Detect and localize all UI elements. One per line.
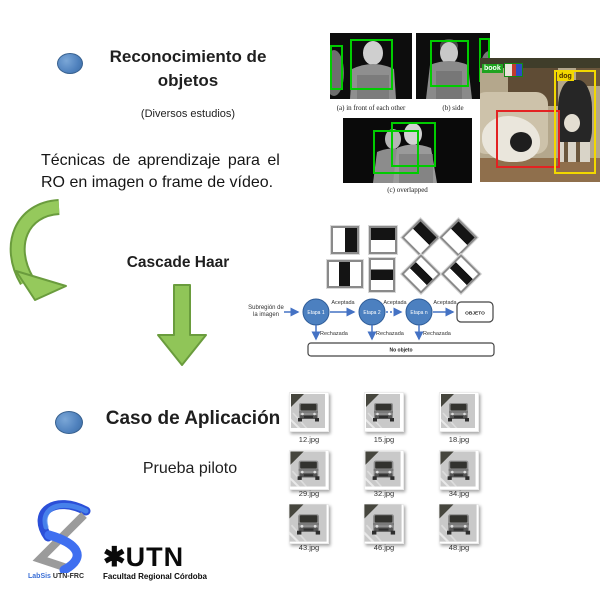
photo-floor	[480, 158, 600, 182]
stage2-label: Etapa 2	[363, 310, 380, 316]
intro-line1: Técnicas de aprendizaje para el	[41, 152, 280, 169]
car-thumb-caption: 15.jpg	[373, 435, 395, 444]
bullet-ellipse-icon	[57, 53, 83, 74]
haar-edge-diagonal-icon	[401, 218, 440, 257]
section1-subtitle: (Diversos estudios)	[140, 108, 236, 120]
utn-subtitle: Facultad Regional Córdoba	[103, 572, 208, 581]
car-thumb-caption: 46.jpg	[373, 543, 395, 552]
rejected-label-3: Rechazada	[423, 331, 452, 337]
book-bbox-label: book	[482, 64, 503, 73]
car-thumb-29	[289, 450, 329, 490]
car-thumb-18	[439, 392, 479, 432]
car-thumb-caption: 12.jpg	[298, 435, 320, 444]
labsis-logo-text: LabSis UTN-FRC	[28, 573, 84, 580]
car-thumb-43	[289, 504, 329, 544]
stage3-label: Etapa n	[410, 310, 427, 316]
utn-gear-icon: ✱	[103, 542, 126, 572]
haar-edge-diagonal-icon	[439, 218, 478, 257]
section1-title: Reconocimiento de objetos	[109, 47, 267, 90]
diagram-input-line1: Subregión de	[248, 305, 284, 311]
white-dog-patch	[510, 132, 532, 152]
labsis-org: UTN-FRC	[52, 573, 85, 580]
object-box-label: OBJETO	[465, 311, 485, 317]
no-object-box-label: No objeto	[389, 348, 412, 354]
thermal-image-b	[416, 33, 490, 99]
thermal-figure: (a) in front of each other (b) side (c) …	[328, 30, 494, 206]
accepted-label-2: Aceptada	[383, 300, 407, 306]
haar-line-diagonal-icon	[401, 254, 441, 294]
labsis-name: LabSis	[28, 573, 51, 580]
labsis-logo-icon	[32, 500, 91, 573]
haar-edge-horizontal-icon	[369, 226, 397, 254]
thermal-caption-b: (b) side	[442, 104, 464, 112]
cascade-diagram: Subregión de la imagen Etapa 1 Etapa 2 E…	[248, 298, 495, 357]
haar-line-diagonal-icon	[441, 254, 481, 294]
thermal-image-c	[343, 118, 472, 183]
thermal-caption-a: (a) in front of each other	[336, 104, 406, 112]
leg-gap-2	[576, 142, 580, 162]
leg-gap-1	[564, 142, 568, 162]
utn-logo: ✱ UTN Facultad Regional Córdoba	[103, 542, 208, 582]
utn-logo-text: UTN	[125, 542, 185, 572]
intro-line2: RO en imagen o frame de vídeo.	[41, 174, 274, 192]
car-thumb-caption: 32.jpg	[373, 489, 395, 498]
haar-features-panel	[303, 218, 498, 296]
dog-bbox-label: dog	[557, 72, 574, 81]
diagram-input-line2: la imagen	[253, 312, 279, 318]
car-thumb-32	[364, 450, 404, 490]
haar-line-vertical-icon	[327, 260, 363, 288]
yellow-bbox	[554, 70, 596, 174]
book-thumbnail	[504, 63, 523, 77]
car-thumb-46	[364, 504, 404, 544]
car-thumb-48	[439, 504, 479, 544]
haar-line-horizontal-icon	[369, 258, 395, 292]
intro-paragraph: Técnicas de aprendizaje para el RO en im…	[41, 150, 321, 194]
section2-subtitle: Prueba piloto	[142, 460, 238, 477]
car-thumb-caption: 43.jpg	[298, 543, 320, 552]
car-thumb-15	[364, 392, 404, 432]
accepted-label-1: Aceptada	[331, 300, 355, 306]
car-thumb-caption: 29.jpg	[298, 489, 320, 498]
bullet-ellipse-icon	[55, 411, 83, 434]
method-label: Cascade Haar	[126, 254, 230, 271]
car-thumb-12	[289, 392, 329, 432]
accepted-label-3: Aceptada	[433, 300, 457, 306]
thermal-image-a	[330, 33, 412, 99]
car-thumb-34	[439, 450, 479, 490]
down-arrow-icon	[157, 284, 207, 366]
stage1-label: Etapa 1	[307, 310, 324, 316]
detection-photo: book dog	[480, 58, 600, 182]
photo-background-shelf	[480, 58, 600, 68]
red-bbox	[496, 110, 560, 168]
rejected-label-2: Rechazada	[376, 331, 405, 337]
haar-edge-vertical-icon	[331, 226, 359, 254]
rejected-label-1: Rechazada	[320, 331, 349, 337]
car-thumb-caption: 18.jpg	[448, 435, 470, 444]
husky-chest	[564, 114, 580, 132]
curved-arrow-icon	[9, 199, 67, 301]
thermal-caption-c: (c) overlapped	[387, 186, 428, 194]
car-thumb-caption: 34.jpg	[448, 489, 470, 498]
car-thumb-caption: 48.jpg	[448, 543, 470, 552]
section2-title: Caso de Aplicación	[105, 408, 281, 429]
